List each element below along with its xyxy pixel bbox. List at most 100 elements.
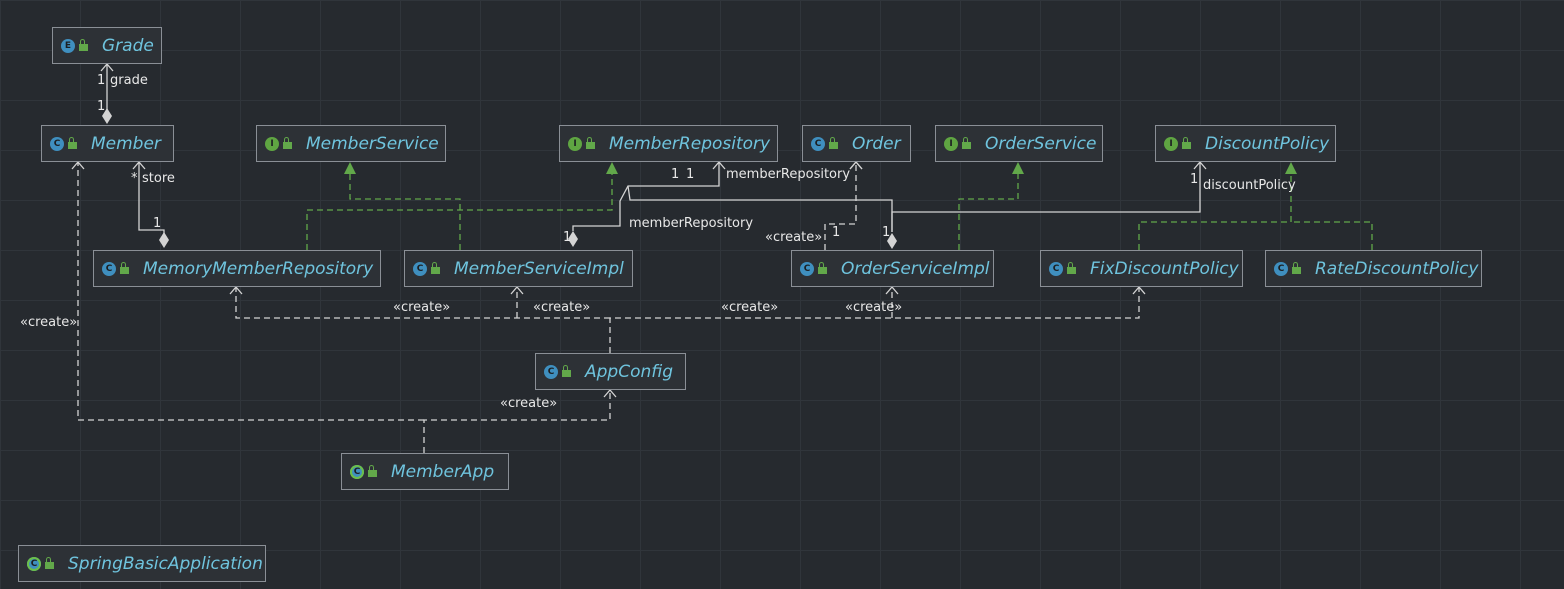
public-lock-icon: [1182, 137, 1191, 149]
label-create-member-service-impl: «create»: [533, 300, 591, 315]
main-class-icon: C: [350, 464, 364, 479]
label-discount-mult: 1: [1190, 172, 1199, 187]
arrow-discount-policy: [1193, 161, 1207, 170]
public-lock-icon: [586, 137, 595, 149]
node-member[interactable]: C Member: [41, 125, 174, 162]
label-create-order-service-impl: «create»: [845, 300, 903, 315]
triangle-discount-policy: [1285, 162, 1297, 174]
public-lock-icon: [368, 465, 377, 477]
class-icon: C: [1274, 261, 1288, 276]
edge-member-service-impl-repo: [572, 162, 720, 231]
diamond-member-grade: [102, 108, 112, 124]
realization-fix-discount: [1138, 172, 1292, 250]
dependency-appconfig-fanout: [609, 287, 1140, 353]
interface-icon: I: [568, 136, 582, 151]
arrow-open-order: [849, 161, 863, 170]
node-spring-basic-application[interactable]: C SpringBasicApplication: [18, 545, 266, 582]
node-member-repository[interactable]: I MemberRepository: [559, 125, 778, 162]
public-lock-icon: [120, 262, 129, 274]
label-store-mult-source: 1: [153, 216, 162, 231]
node-grade[interactable]: E Grade: [52, 27, 162, 64]
node-rate-discount-policy[interactable]: C RateDiscountPolicy: [1265, 250, 1482, 287]
arrow-open-fix-discount: [1132, 286, 1146, 295]
node-discount-policy-label: DiscountPolicy: [1205, 133, 1330, 154]
node-member-service-label: MemberService: [306, 133, 439, 154]
public-lock-icon: [79, 39, 88, 51]
public-lock-icon: [818, 262, 827, 274]
public-lock-icon: [962, 137, 971, 149]
public-lock-icon: [562, 365, 571, 377]
label-store-mult-target: *: [131, 171, 138, 186]
node-app-config[interactable]: C AppConfig: [535, 353, 686, 390]
arrow-open-order-service-impl: [885, 286, 899, 295]
arrow-member-repository: [712, 161, 726, 170]
node-memory-member-repository[interactable]: C MemoryMemberRepository: [93, 250, 381, 287]
node-member-app-label: MemberApp: [391, 461, 495, 482]
node-discount-policy[interactable]: I DiscountPolicy: [1155, 125, 1336, 162]
class-icon: C: [413, 261, 427, 276]
label-repo-mult-a: 1: [671, 167, 680, 182]
diamond-member-service-impl: [568, 231, 578, 247]
label-order-dep-mult: 1: [832, 225, 841, 240]
node-order-service[interactable]: I OrderService: [935, 125, 1103, 162]
realization-rate-discount: [1291, 221, 1373, 250]
class-icon: C: [800, 261, 814, 276]
node-member-service-impl[interactable]: C MemberServiceImpl: [404, 250, 633, 287]
label-repo-mult-member-src: 1: [563, 230, 572, 245]
main-class-icon: C: [27, 556, 41, 571]
node-order-service-impl-label: OrderServiceImpl: [841, 258, 990, 279]
node-fix-discount-policy-label: FixDiscountPolicy: [1090, 258, 1239, 279]
arrow-open-member-service-impl: [510, 286, 524, 295]
node-app-config-label: AppConfig: [585, 361, 674, 382]
label-repo-mult-order-src: 1: [882, 225, 891, 240]
class-icon: C: [811, 136, 825, 151]
node-rate-discount-policy-label: RateDiscountPolicy: [1315, 258, 1479, 279]
interface-icon: I: [944, 136, 958, 151]
label-repo-mult-b: 1: [686, 167, 695, 182]
label-create-memory-repo: «create»: [393, 300, 451, 315]
label-store-role: store: [142, 171, 175, 186]
node-order[interactable]: C Order: [802, 125, 911, 162]
class-icon: C: [1049, 261, 1063, 276]
triangle-order-service: [1012, 162, 1024, 174]
node-member-app[interactable]: C MemberApp: [341, 453, 509, 490]
node-order-label: Order: [852, 133, 901, 154]
label-repo-role-order: memberRepository: [726, 167, 851, 182]
arrow-open-appconfig: [603, 389, 617, 398]
dependency-appconfig-memory-repo: [235, 287, 610, 319]
label-create-order-from-impl: «create»: [765, 230, 823, 245]
triangle-member-service: [344, 162, 356, 174]
node-order-service-impl[interactable]: C OrderServiceImpl: [791, 250, 994, 287]
arrow-open-memory-repo: [229, 286, 243, 295]
public-lock-icon: [68, 137, 77, 149]
realization-order-service-impl: [958, 172, 1019, 250]
node-memory-member-repository-label: MemoryMemberRepository: [143, 258, 374, 279]
public-lock-icon: [431, 262, 440, 274]
label-grade-role: grade: [110, 73, 148, 88]
public-lock-icon: [829, 137, 838, 149]
public-lock-icon: [1292, 262, 1301, 274]
class-icon: C: [544, 364, 558, 379]
interface-icon: I: [265, 136, 279, 151]
edge-order-service-impl-discount: [891, 162, 1201, 232]
dependency-memberapp-fanout: [423, 390, 611, 453]
arrow-open-member: [71, 161, 85, 170]
realization-member-service-impl: [349, 172, 461, 250]
public-lock-icon: [283, 137, 292, 149]
label-grade-mult-target: 1: [97, 73, 106, 88]
diamond-order-service-impl: [887, 233, 897, 249]
dependency-order-impl-order: [824, 162, 857, 250]
node-member-service[interactable]: I MemberService: [256, 125, 446, 162]
label-create-app-config: «create»: [500, 396, 558, 411]
class-icon: C: [50, 136, 64, 151]
public-lock-icon: [1067, 262, 1076, 274]
label-create-fix-discount: «create»: [721, 300, 779, 315]
node-member-service-impl-label: MemberServiceImpl: [454, 258, 624, 279]
node-spring-basic-application-label: SpringBasicApplication: [68, 553, 263, 574]
arrow-grade: [100, 63, 114, 72]
diamond-memory-repo: [159, 232, 169, 248]
enum-icon: E: [61, 38, 75, 53]
interface-icon: I: [1164, 136, 1178, 151]
node-fix-discount-policy[interactable]: C FixDiscountPolicy: [1040, 250, 1243, 287]
